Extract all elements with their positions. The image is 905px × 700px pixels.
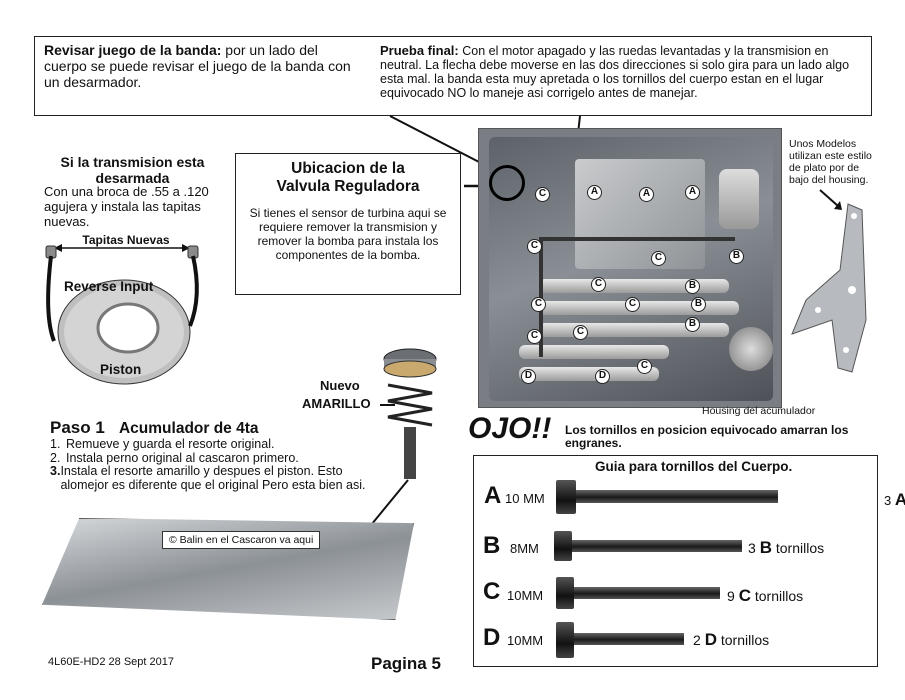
plate-illustration <box>791 203 867 373</box>
step-subtitle: Acumulador de 4ta <box>118 420 259 437</box>
step-item: 3.Instala el resorte amarillo y despues … <box>50 464 366 492</box>
disassembled-title-rest: i la transmision esta desarmada <box>69 154 205 186</box>
final-test-title: Prueba final: <box>380 43 459 58</box>
bolt-a-letter: A <box>484 482 502 509</box>
badge-c: C <box>527 239 542 254</box>
bolt-d-shaft <box>574 633 684 645</box>
badge-b: B <box>729 249 744 264</box>
bolt-b-letter: B <box>483 532 501 559</box>
top-info-box <box>34 36 872 116</box>
badge-d: D <box>595 369 610 384</box>
bolt-a-size: 10 MM <box>505 491 545 506</box>
badge-a: A <box>587 185 602 200</box>
step-heading: Paso 1 Acumulador de 4ta <box>50 418 259 438</box>
ojo-title: OJO!! <box>468 412 552 445</box>
valve-location-title: Ubicacion de la Valvula Reguladora <box>276 160 420 195</box>
valve-body-photo: A A A C C B C C B B C C B C C D D C <box>478 128 782 408</box>
bolt-c-size: 10MM <box>507 588 544 603</box>
badge-a: A <box>639 187 654 202</box>
badge-b: B <box>685 279 700 294</box>
bolt-c-count: 9 C tornillos <box>727 586 804 605</box>
bolt-guide-title: Guia para tornillos del Cuerpo. <box>595 459 793 474</box>
housing-label: Housing del acumulador <box>702 405 816 417</box>
step-list: 1.Remueve y guarda el resorte original. … <box>50 437 380 492</box>
bolt-b-size: 8MM <box>510 541 539 556</box>
band-check-title: Revisar juego de la banda: <box>44 42 222 58</box>
bolt-b-head <box>554 531 572 561</box>
badge-c: C <box>591 277 606 292</box>
final-test-text: Con el motor apagado y las ruedas levant… <box>380 44 850 100</box>
bolt-c-shaft <box>574 587 720 599</box>
bolt-c-letter: C <box>483 578 501 605</box>
bolt-c-head <box>556 577 574 609</box>
step-title: Paso 1 <box>50 418 105 437</box>
bolt-d-count: 2 D tornillos <box>693 630 770 649</box>
final-test-note: Prueba final: Con el motor apagado y las… <box>380 43 865 101</box>
badge-a: A <box>685 185 700 200</box>
bolt-d-size: 10MM <box>507 633 544 648</box>
doc-footer: 4L60E-HD2 28 Sept 2017 <box>48 656 174 668</box>
tapitas-label: Tapitas Nuevas <box>82 233 170 247</box>
disassembled-title: Si la transmision esta desarmada <box>40 154 225 186</box>
band-check-text: por un lado del cuerpo se puede revisar … <box>44 42 351 90</box>
bolt-d-letter: D <box>483 624 501 651</box>
spring-piston-illustration <box>383 348 437 479</box>
bolt-d-head <box>556 622 574 658</box>
badge-c: C <box>535 187 550 202</box>
band-check-box: Revisar juego de la banda: por un lado d… <box>34 36 371 102</box>
badge-c: C <box>625 297 640 312</box>
step-item: 2.Instala perno original al cascaron pri… <box>50 450 299 465</box>
badge-c: C <box>573 325 588 340</box>
badge-c: C <box>531 297 546 312</box>
disassembled-title-s: S <box>60 154 70 170</box>
badge-b: B <box>691 297 706 312</box>
amarillo-label: AMARILLO <box>302 396 371 411</box>
nuevo-label: Nuevo <box>320 378 360 393</box>
piston-label: Piston <box>100 362 142 377</box>
disassembled-text: Con una broca de .55 a .120 agujera y in… <box>44 184 209 229</box>
bolt-a-shaft <box>576 490 778 503</box>
badge-b: B <box>685 317 700 332</box>
badge-c: C <box>527 329 542 344</box>
valve-location-box: Ubicacion de la Valvula Reguladora Si ti… <box>235 153 461 295</box>
bolt-b-shaft <box>572 540 742 552</box>
ojo-text: Los tornillos en posicion equivocado ama… <box>565 423 849 450</box>
badge-c: C <box>637 359 652 374</box>
valve-location-text: Si tienes el sensor de turbina aqui se r… <box>249 206 447 262</box>
bolt-a-head <box>556 480 576 514</box>
bolt-b-count: 3 B tornillos <box>748 538 825 557</box>
step-item: 1.Remueve y guarda el resorte original. <box>50 437 275 451</box>
balin-label: © Balin en el Cascaron va aqui <box>162 531 321 549</box>
reverse-input-label: Reverse Input <box>64 279 154 294</box>
badge-d: D <box>521 369 536 384</box>
bolt-guide-box <box>473 455 878 667</box>
bolt-a-count: 3 A <box>884 490 905 509</box>
page-number: Pagina 5 <box>371 654 441 673</box>
reverse-input-piston-illustration <box>45 244 199 385</box>
badge-c: C <box>651 251 666 266</box>
models-note: Unos Modelos utilizan este estilo de pla… <box>789 138 872 186</box>
